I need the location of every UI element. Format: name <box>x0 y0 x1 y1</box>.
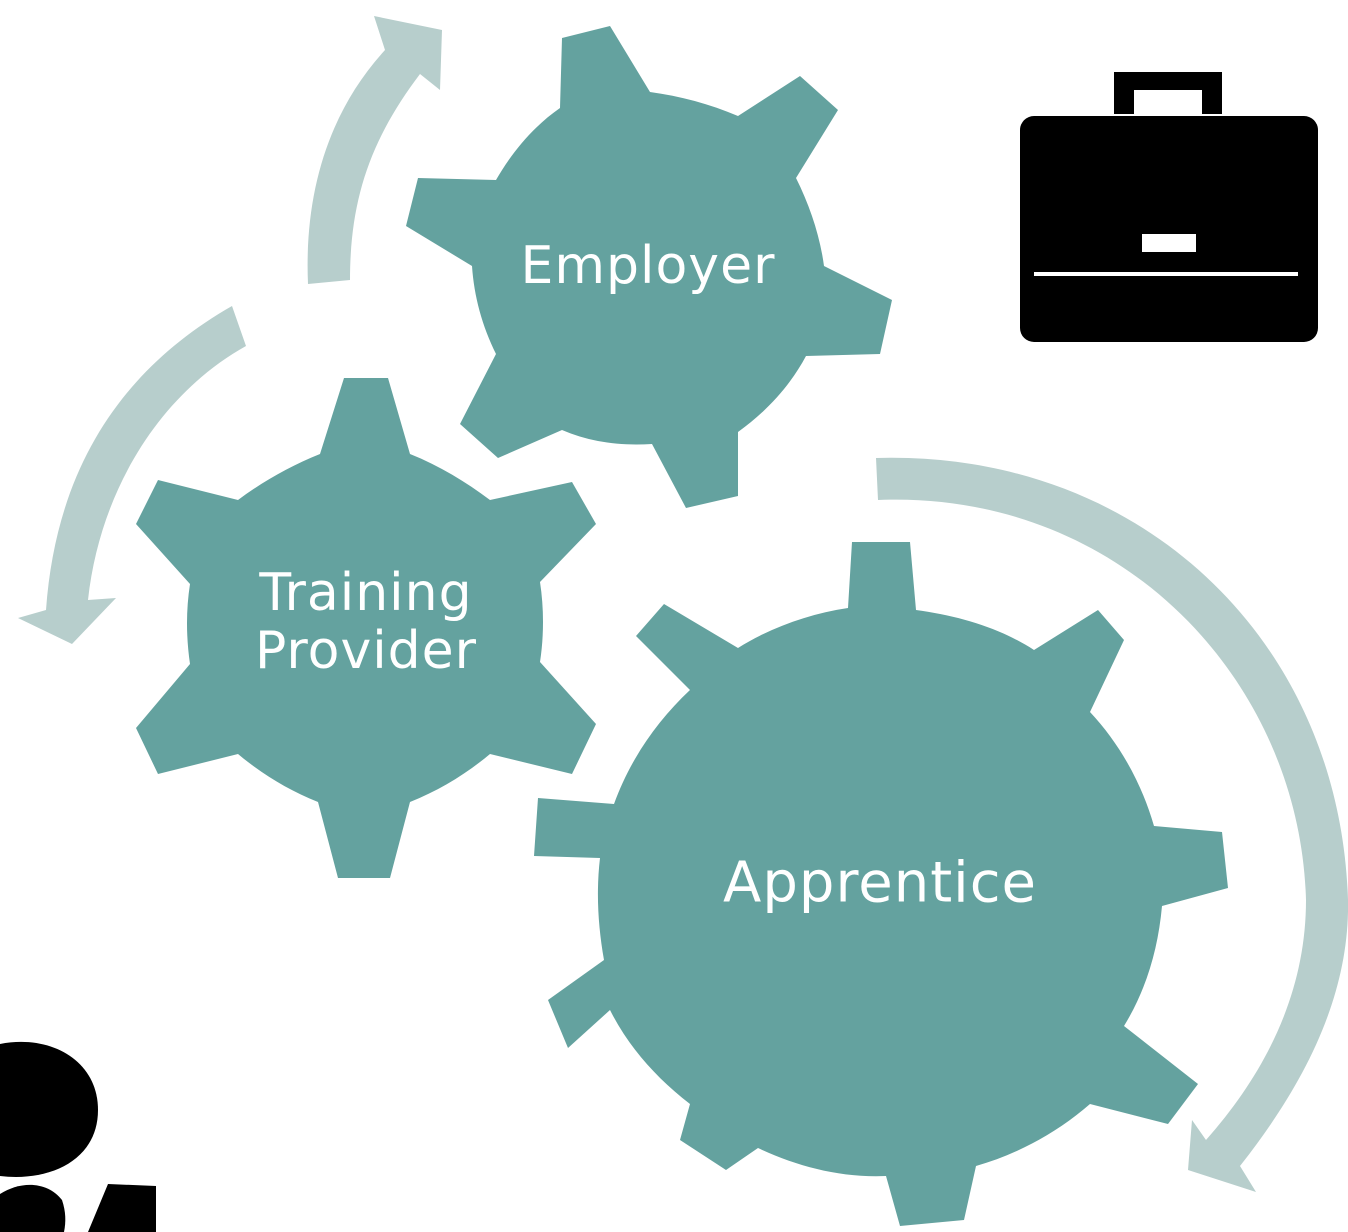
arrow-to-employer <box>307 16 442 284</box>
apprentice-label: Apprentice <box>723 850 1037 916</box>
gear-employer-shape <box>406 26 892 508</box>
employer-label: Employer <box>520 235 776 296</box>
people-icon-shoulder-right <box>88 1184 156 1232</box>
gear-training-provider-shape <box>136 378 596 878</box>
arrow-to-training-provider <box>18 306 246 644</box>
training-provider-label: Training Provider <box>254 562 478 681</box>
arrow-to-apprentice <box>876 457 1348 1192</box>
training-provider-label-line-1: Training <box>259 562 473 623</box>
gear-employer <box>406 26 892 508</box>
gear-training-provider <box>136 378 596 878</box>
people-icon-head <box>0 1041 98 1177</box>
people-icon <box>0 1041 156 1232</box>
training-provider-label-line-2: Provider <box>254 621 478 681</box>
gear-apprentice <box>534 542 1228 1226</box>
briefcase-icon <box>1020 72 1318 342</box>
briefcase-seam <box>1034 272 1298 276</box>
people-icon-shoulder-left <box>0 1184 66 1232</box>
briefcase-body <box>1020 116 1318 342</box>
gear-apprentice-shape <box>534 542 1228 1226</box>
briefcase-clasp <box>1142 234 1196 252</box>
cycle-arrows <box>18 16 1348 1192</box>
briefcase-handle <box>1114 72 1222 114</box>
